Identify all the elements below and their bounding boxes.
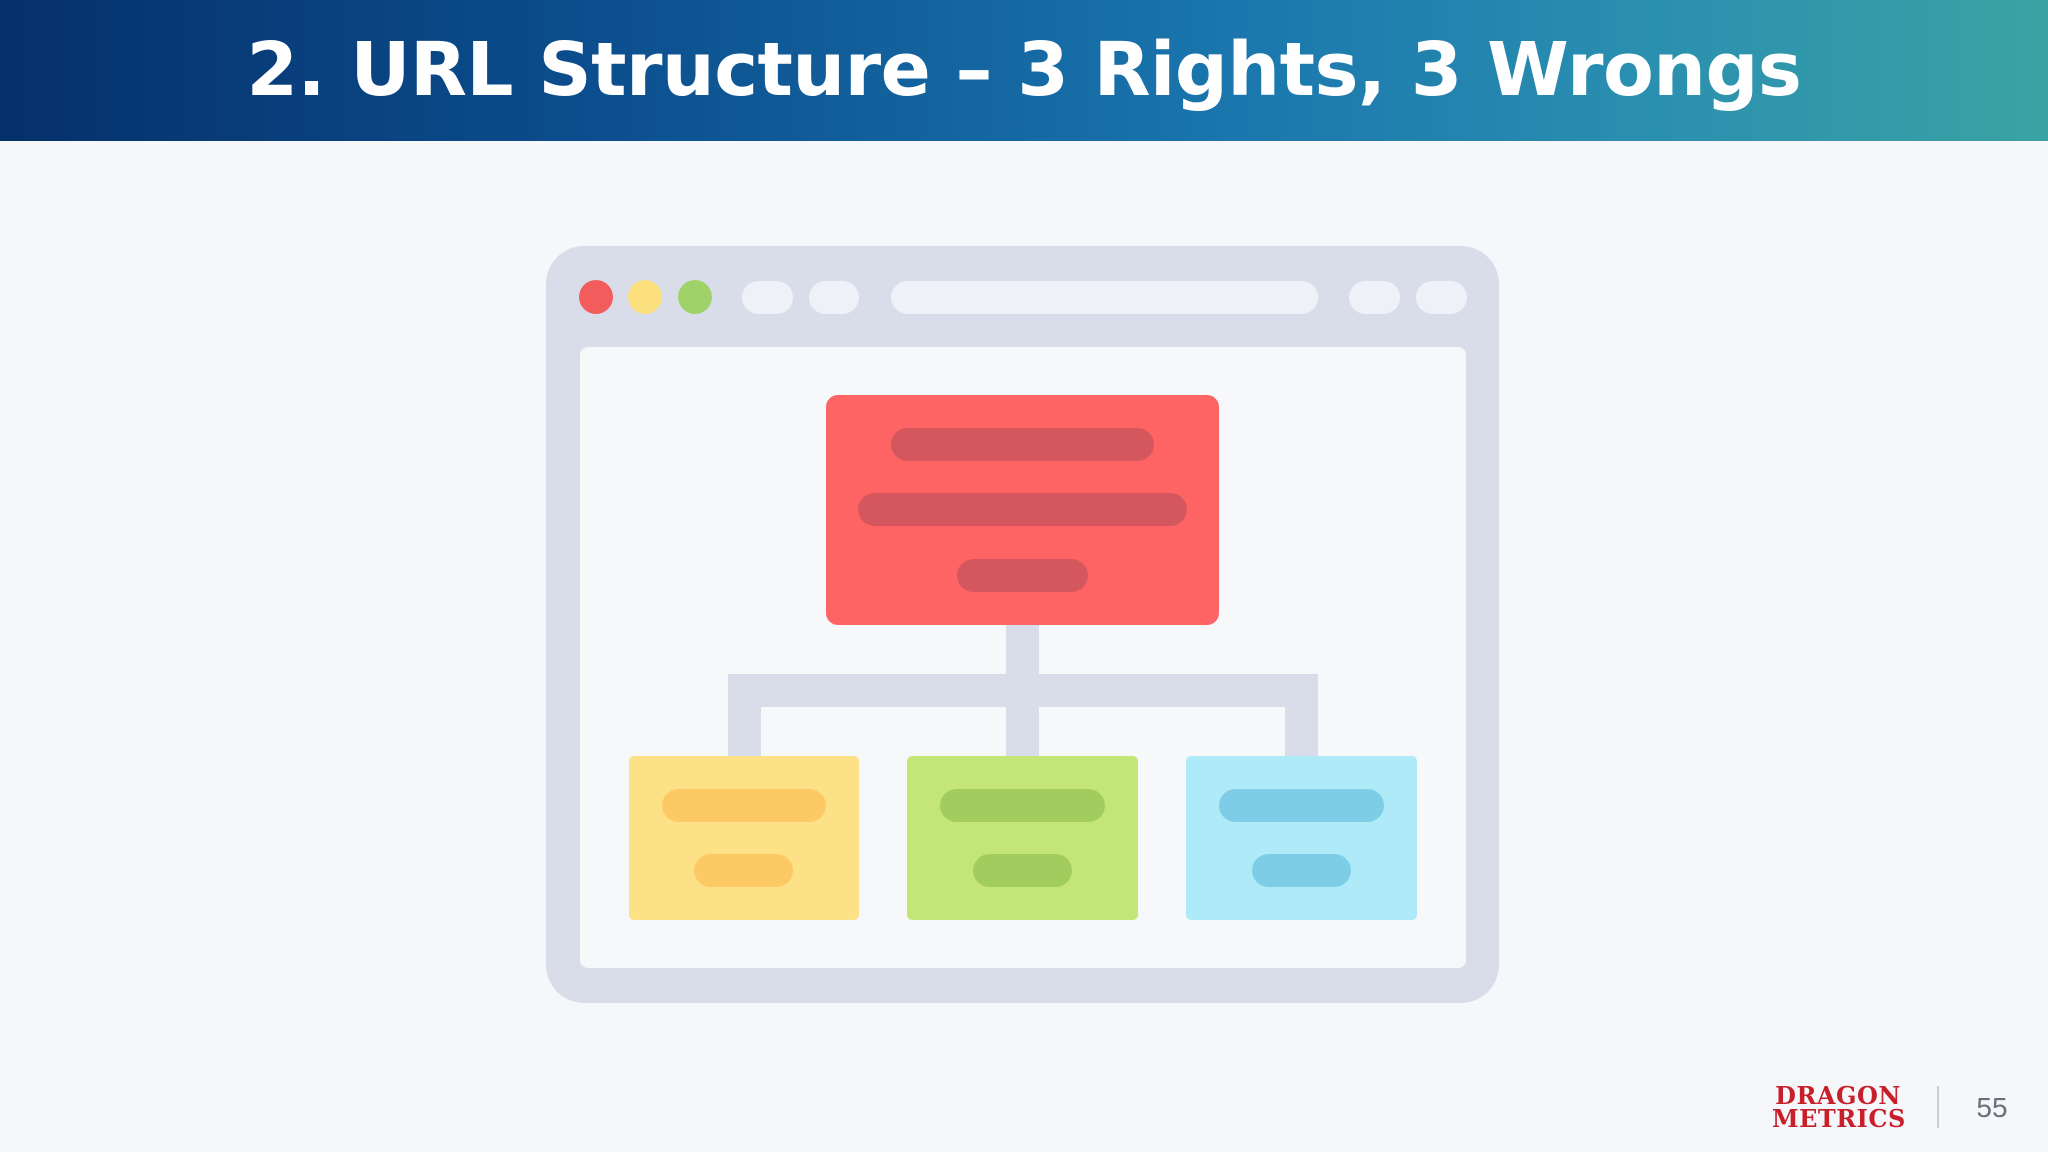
text-placeholder-bar [858, 493, 1187, 526]
connector-line [1006, 623, 1039, 678]
toolbar-button-pill [1349, 281, 1400, 314]
footer-divider [1937, 1086, 1939, 1128]
page-number: 55 [1976, 1092, 2008, 1123]
title-bar [0, 0, 2048, 141]
text-placeholder-bar [1219, 789, 1384, 822]
toolbar-button-pill [809, 281, 859, 314]
child-node-box-green [907, 756, 1138, 920]
slide-title: 2. URL Structure – 3 Rights, 3 Wrongs [246, 27, 1802, 113]
toolbar-button-pill [1416, 281, 1467, 314]
child-node-box-yellow [629, 756, 859, 920]
text-placeholder-bar [973, 854, 1072, 887]
text-placeholder-bar [957, 559, 1088, 592]
logo-line-1: DRAGON [1775, 1081, 1901, 1110]
maximize-dot-icon [678, 280, 712, 314]
text-placeholder-bar [1252, 854, 1351, 887]
connector-line [1006, 674, 1039, 761]
text-placeholder-bar [694, 854, 793, 887]
logo-line-2: METRICS [1772, 1104, 1906, 1133]
text-placeholder-bar [940, 789, 1105, 822]
connector-line [1285, 674, 1318, 761]
connector-line [728, 674, 761, 761]
text-placeholder-bar [891, 428, 1154, 461]
address-bar-pill [891, 281, 1318, 314]
toolbar-button-pill [742, 281, 793, 314]
minimize-dot-icon [628, 280, 662, 314]
dragon-metrics-logo: DRAGON METRICS [1772, 1081, 1906, 1133]
child-node-box-blue [1186, 756, 1417, 920]
close-dot-icon [579, 280, 613, 314]
text-placeholder-bar [662, 789, 826, 822]
